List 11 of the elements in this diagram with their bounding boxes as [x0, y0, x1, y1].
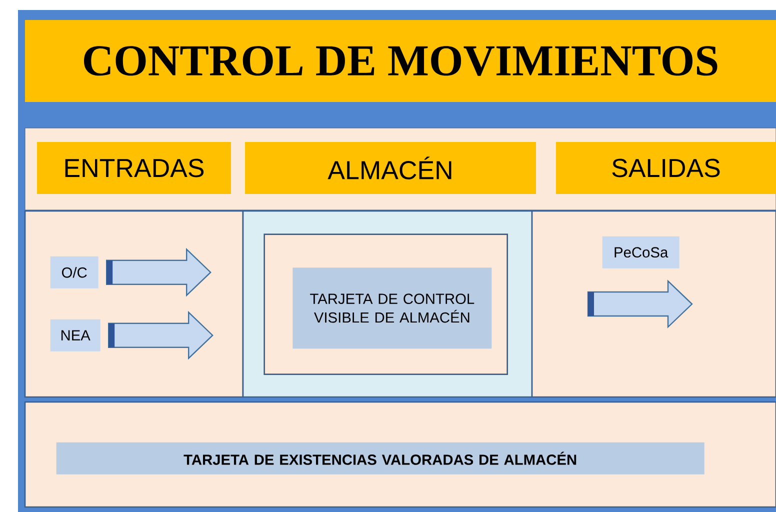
card: TARJETA DE CONTROL VISIBLE DE ALMACÉN	[292, 268, 492, 349]
column-header: ENTRADAS	[37, 142, 231, 194]
document-tag: PeCoSa	[602, 236, 680, 268]
document-tag: NEA	[50, 319, 100, 352]
column-header: ALMACÉN	[245, 142, 536, 194]
block-arrow	[108, 310, 214, 360]
document-tag: O/C	[50, 256, 98, 288]
column-header: SALIDAS	[556, 142, 776, 194]
block-arrow	[106, 248, 212, 297]
card: TARJETA DE EXISTENCIAS VALORADAS DE ALMACÉN	[56, 442, 704, 474]
title-banner: CONTROL DE MOVIMIENTOS	[25, 20, 776, 102]
